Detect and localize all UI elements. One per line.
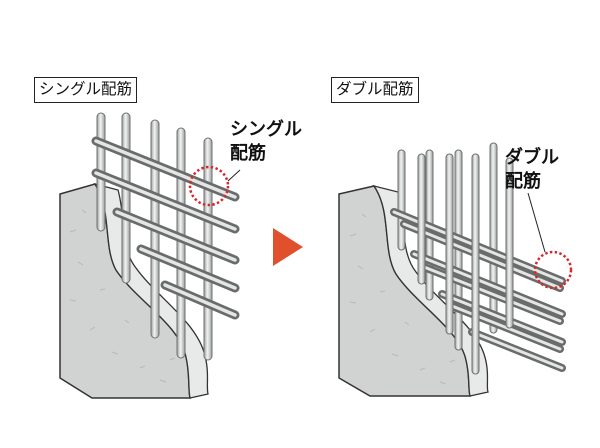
single-rebar-highlight-circle xyxy=(188,165,230,207)
concrete-texture xyxy=(69,209,176,383)
single-rebar-callout-line2: 配筋 xyxy=(230,143,266,164)
single-rebar-callout: シングル 配筋 xyxy=(230,118,302,166)
double-rebar-wall xyxy=(338,142,573,397)
transition-arrow-icon xyxy=(273,228,303,266)
horizontal-rebars xyxy=(91,136,240,320)
front-vertical-rebars xyxy=(417,153,514,375)
single-rebar-title: シングル配筋 xyxy=(34,77,138,103)
single-rebar-wall xyxy=(59,112,241,399)
concrete-texture-right xyxy=(349,213,456,385)
double-rebar-highlight-circle xyxy=(533,250,573,290)
single-rebar-callout-line1b: ル xyxy=(284,119,302,140)
double-rebar-callout: ダブル 配筋 xyxy=(505,146,559,194)
double-rebar-title: ダブル配筋 xyxy=(331,77,419,103)
double-rebar-callout-line1: ダブル xyxy=(505,147,559,168)
single-rebar-leader-line xyxy=(227,169,241,182)
single-rebar-callout-line1a: シング xyxy=(230,119,284,140)
double-rebar-callout-line2: 配筋 xyxy=(505,171,541,192)
double-rebar-leader-line xyxy=(527,192,546,253)
